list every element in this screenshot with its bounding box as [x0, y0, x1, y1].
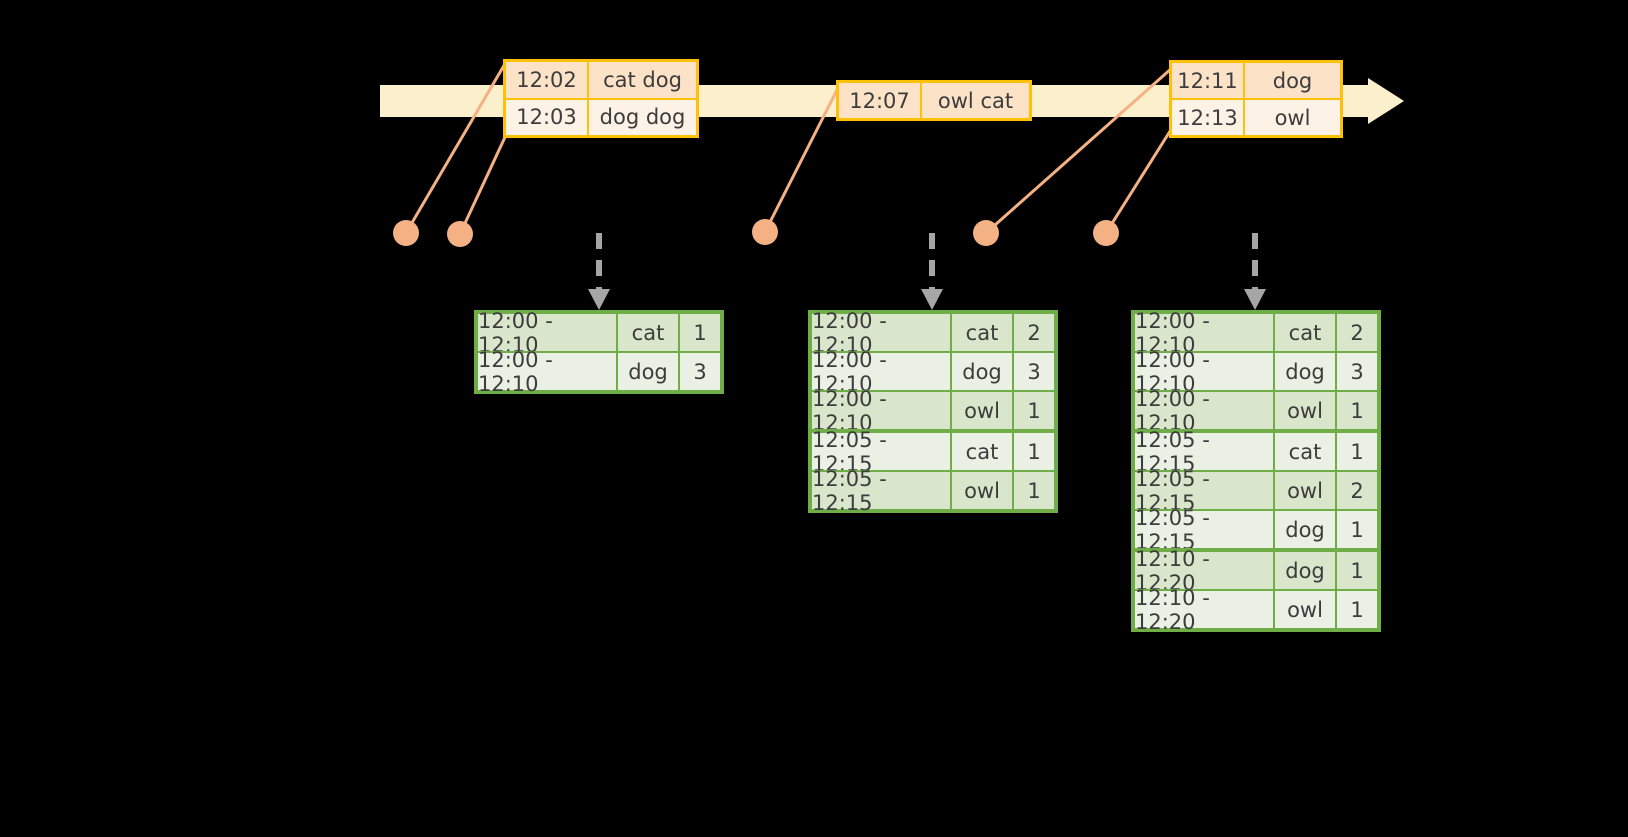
count-cell: 1: [1337, 392, 1377, 429]
window-cell: 12:00 - 12:10: [1135, 309, 1275, 357]
window-cell: 12:00 - 12:10: [812, 309, 952, 357]
event-row[interactable]: 12:02 cat dog: [506, 62, 696, 98]
key-cell: owl: [1275, 472, 1337, 509]
count-cell: 1: [680, 314, 720, 351]
count-cell: 3: [1337, 353, 1377, 390]
key-cell: owl: [1275, 392, 1337, 429]
table-row[interactable]: 12:00 - 12:10 cat 2: [1135, 309, 1377, 357]
count-cell: 1: [1337, 433, 1377, 470]
result-table-3[interactable]: 12:00 - 12:10 cat 2 12:00 - 12:10 dog 3 …: [1131, 309, 1381, 634]
window-cell: 12:05 - 12:15: [1135, 506, 1275, 554]
event-marker-12-11[interactable]: [973, 220, 999, 246]
count-cell: 1: [1337, 591, 1377, 628]
table-row[interactable]: 12:00 - 12:10 cat 1: [478, 309, 720, 357]
table-row[interactable]: 12:05 - 12:15 dog 1: [1135, 506, 1377, 554]
table-row[interactable]: 12:05 - 12:15 owl 1: [812, 467, 1054, 515]
table-row[interactable]: 12:00 - 12:10 owl 1: [812, 387, 1054, 435]
key-cell: dog: [1275, 511, 1337, 548]
table-row[interactable]: 12:05 - 12:15 cat 1: [812, 428, 1054, 476]
table-row[interactable]: 12:00 - 12:10 owl 1: [1135, 387, 1377, 435]
table-row[interactable]: 12:00 - 12:10 dog 3: [1135, 348, 1377, 396]
event-words: owl: [1245, 100, 1340, 135]
result-table-2[interactable]: 12:00 - 12:10 cat 2 12:00 - 12:10 dog 3 …: [808, 309, 1058, 515]
count-cell: 1: [1337, 511, 1377, 548]
key-cell: owl: [952, 392, 1014, 429]
table-row[interactable]: 12:00 - 12:10 dog 3: [812, 348, 1054, 396]
key-cell: cat: [618, 314, 680, 351]
event-marker-12-13[interactable]: [1093, 220, 1119, 246]
event-time: 12:11: [1172, 63, 1245, 98]
event-box-1[interactable]: 12:02 cat dog 12:03 dog dog: [503, 59, 699, 138]
window-cell: 12:00 - 12:10: [478, 309, 618, 357]
count-cell: 2: [1014, 314, 1054, 351]
event-box-3[interactable]: 12:11 dog 12:13 owl: [1169, 60, 1343, 138]
window-cell: 12:00 - 12:10: [1135, 387, 1275, 435]
event-time: 12:03: [506, 99, 589, 135]
window-cell: 12:05 - 12:15: [812, 467, 952, 515]
key-cell: cat: [952, 433, 1014, 470]
table-row[interactable]: 12:05 - 12:15 cat 1: [1135, 428, 1377, 476]
key-cell: dog: [618, 353, 680, 390]
table-row[interactable]: 12:10 - 12:20 owl 1: [1135, 586, 1377, 634]
count-cell: 2: [1337, 472, 1377, 509]
event-time: 12:07: [839, 83, 922, 118]
table-row[interactable]: 12:05 - 12:15 owl 2: [1135, 467, 1377, 515]
count-cell: 1: [1014, 433, 1054, 470]
window-cell: 12:05 - 12:15: [1135, 467, 1275, 515]
key-cell: owl: [1275, 591, 1337, 628]
event-marker-12-07[interactable]: [752, 219, 778, 245]
window-cell: 12:05 - 12:15: [812, 428, 952, 476]
key-cell: dog: [1275, 552, 1337, 589]
event-words: cat dog: [589, 62, 696, 98]
table-row[interactable]: 12:00 - 12:10 dog 3: [478, 348, 720, 396]
event-words: dog dog: [589, 99, 696, 135]
table-row[interactable]: 12:10 - 12:20 dog 1: [1135, 547, 1377, 595]
count-cell: 1: [1014, 392, 1054, 429]
count-cell: 1: [1014, 472, 1054, 509]
key-cell: cat: [1275, 433, 1337, 470]
window-cell: 12:00 - 12:10: [812, 387, 952, 435]
count-cell: 2: [1337, 314, 1377, 351]
key-cell: dog: [1275, 353, 1337, 390]
window-cell: 12:00 - 12:10: [812, 348, 952, 396]
key-cell: owl: [952, 472, 1014, 509]
key-cell: cat: [1275, 314, 1337, 351]
event-time: 12:13: [1172, 100, 1245, 135]
count-cell: 1: [1337, 552, 1377, 589]
key-cell: dog: [952, 353, 1014, 390]
event-words: dog: [1245, 63, 1340, 98]
count-cell: 3: [1014, 353, 1054, 390]
event-time: 12:02: [506, 62, 589, 98]
table-row[interactable]: 12:00 - 12:10 cat 2: [812, 309, 1054, 357]
key-cell: cat: [952, 314, 1014, 351]
event-box-2[interactable]: 12:07 owl cat: [836, 80, 1032, 121]
count-cell: 3: [680, 353, 720, 390]
event-row[interactable]: 12:03 dog dog: [506, 97, 696, 135]
event-row[interactable]: 12:13 owl: [1172, 98, 1340, 135]
window-cell: 12:00 - 12:10: [1135, 348, 1275, 396]
event-row[interactable]: 12:07 owl cat: [839, 83, 1029, 118]
event-marker-12-03[interactable]: [447, 221, 473, 247]
event-row[interactable]: 12:11 dog: [1172, 63, 1340, 98]
event-marker-12-02[interactable]: [393, 220, 419, 246]
window-cell: 12:10 - 12:20: [1135, 586, 1275, 634]
window-cell: 12:05 - 12:15: [1135, 428, 1275, 476]
result-table-1[interactable]: 12:00 - 12:10 cat 1 12:00 - 12:10 dog 3: [474, 309, 724, 396]
timeline-arrow-head: [1368, 78, 1404, 124]
event-words: owl cat: [922, 83, 1029, 118]
window-cell: 12:10 - 12:20: [1135, 547, 1275, 595]
window-cell: 12:00 - 12:10: [478, 348, 618, 396]
